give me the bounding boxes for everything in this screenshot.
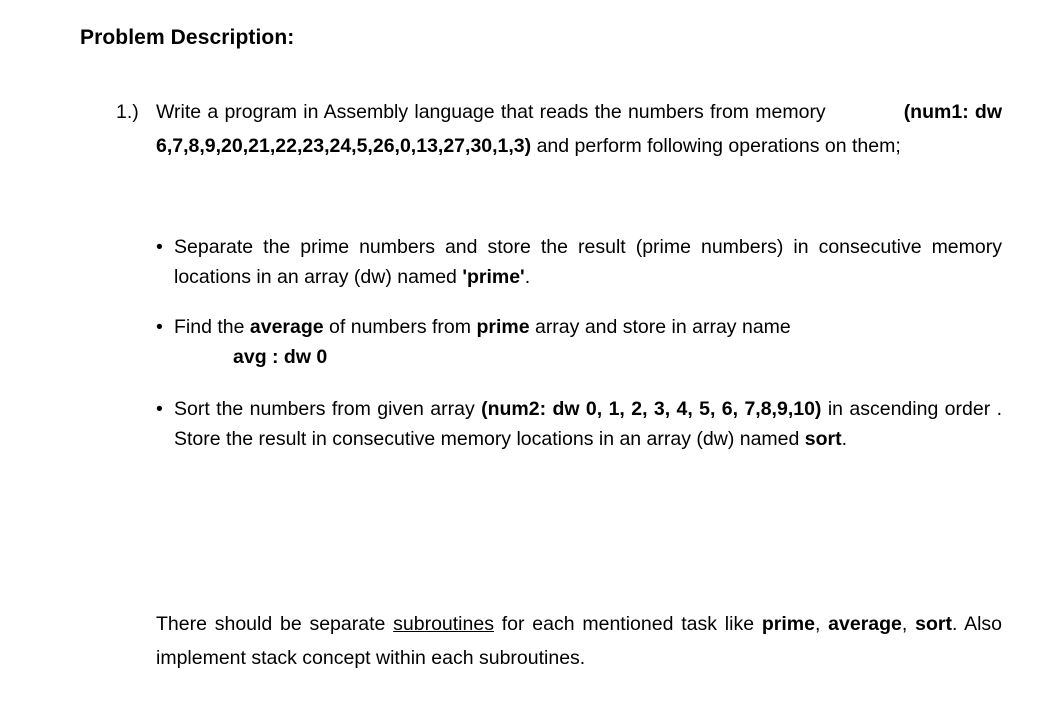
task-average-part-2: of numbers from [329, 316, 472, 338]
closing-keyword-sort: sort [915, 613, 952, 635]
closing-separator-2: , [901, 613, 908, 635]
page-title: Problem Description: [80, 26, 295, 49]
closing-part-1: There should be separate [156, 613, 386, 635]
task-prime-body: Separate the prime numbers and store the… [174, 236, 1002, 288]
closing-paragraph: There should be separate subroutines for… [156, 607, 1002, 675]
task-item-prime: • Separate the prime numbers and store t… [156, 232, 1002, 292]
task-prime-text: Separate the prime numbers and store the… [174, 232, 1002, 292]
problem-statement-text: Write a program in Assembly language tha… [156, 95, 1002, 163]
list-number-marker: 1.) [116, 101, 139, 123]
problem-text-part-1: Write a program in Assembly language tha… [156, 101, 826, 123]
task-average-keyword: average [249, 316, 324, 338]
task-prime-period: . [524, 266, 531, 288]
closing-separator-1: , [814, 613, 821, 635]
task-list: • Separate the prime numbers and store t… [156, 232, 1002, 454]
task-average-source-array: prime [476, 316, 530, 338]
num2-array-declaration: (num2: dw 0, 1, 2, 3, 4, 5, 6, 7,8,9,10) [481, 398, 822, 420]
bullet-icon: • [156, 398, 163, 420]
closing-keyword-prime: prime [761, 613, 815, 635]
bullet-icon: • [156, 236, 163, 258]
task-average-part-1: Find the [174, 316, 245, 338]
closing-part-2: for each mentioned task like [501, 613, 755, 635]
task-sort-array-name: sort [804, 428, 842, 450]
avg-array-declaration: avg : dw 0 [233, 346, 328, 368]
task-sort-part-1: Sort the numbers from given array [174, 398, 475, 420]
closing-last-line: average, sort. Also implement stack conc… [156, 613, 1002, 669]
num1-array-declaration: (num1: dw 6,7,8,9,20,21,22,23,24,5,26,0,… [156, 101, 1002, 157]
problem-text-part-2: and perform following operations on them… [536, 135, 901, 157]
task-sort-part-2: in ascending order . Store the result in… [174, 398, 1002, 450]
task-sort-period: . [841, 428, 848, 450]
task-sort-text: Sort the numbers from given array (num2:… [174, 394, 1002, 454]
bullet-icon: • [156, 316, 163, 338]
task-item-average: • Find the average of numbers from prime… [156, 312, 1002, 372]
task-average-part-3: array and store in array name [534, 316, 791, 338]
task-average-text: Find the average of numbers from prime a… [174, 312, 1002, 342]
problem-statement-item: 1.) Write a program in Assembly language… [116, 95, 1002, 163]
closing-keyword-average: average [828, 613, 902, 635]
subroutines-underlined-term: subroutines [393, 613, 494, 635]
task-prime-array-name: 'prime' [462, 266, 525, 288]
closing-part-3: . Also implement stack concept within ea… [156, 613, 1003, 669]
task-item-sort: • Sort the numbers from given array (num… [156, 394, 1002, 454]
